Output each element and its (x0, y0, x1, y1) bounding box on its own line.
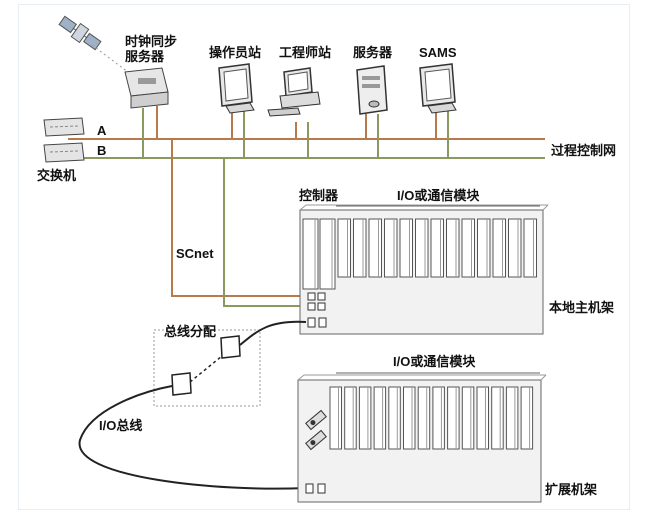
process-network-label: 过程控制网 (551, 143, 617, 158)
io-bus-label: I/O总线 (99, 418, 143, 433)
io-module-card (353, 218, 367, 278)
bus-distribution-label: 总线分配 (164, 324, 217, 339)
io-module-card (477, 218, 491, 278)
workstation-icon (267, 67, 321, 117)
controller-card (302, 218, 319, 290)
io-module-card (417, 386, 431, 450)
expansion-module-cards (329, 386, 534, 450)
local-io-label: I/O或通信模块 (397, 188, 480, 203)
expansion-rack-ports (305, 409, 327, 494)
io-module-card (430, 218, 444, 278)
io-module-card (476, 386, 489, 450)
io-module-card (461, 218, 475, 278)
scnet-line-b (223, 158, 304, 307)
sams-label: SAMS (419, 45, 457, 60)
local-rack-label: 本地主机架 (549, 300, 615, 315)
io-module-card (373, 386, 387, 450)
operator-station-label: 操作员站 (209, 45, 262, 60)
io-module-card (520, 386, 534, 450)
sams-monitor-icon (419, 63, 457, 114)
clock-server-icon (124, 67, 169, 109)
server-tower-icon (356, 65, 388, 115)
switch-label: 交换机 (37, 168, 77, 183)
io-module-card (399, 218, 413, 278)
diagram-frame (18, 4, 630, 510)
io-module-card (461, 386, 475, 450)
station-drops (142, 106, 449, 158)
clock-server-label: 时钟同步 服务器 (125, 34, 178, 64)
io-module-card (403, 386, 416, 450)
network-switch-icon (43, 117, 85, 163)
bus-distribution-box (153, 329, 261, 407)
engineer-station-label: 工程师站 (279, 45, 332, 60)
io-module-card (446, 218, 460, 278)
io-module-card (388, 386, 401, 450)
io-module-card (447, 386, 460, 450)
satellite-icon (58, 15, 102, 51)
monitor-icon (218, 63, 255, 114)
controller-label: 控制器 (299, 188, 339, 203)
io-module-card (344, 386, 357, 450)
io-module-card (505, 386, 519, 450)
scnet-label: SCnet (176, 246, 214, 261)
io-module-card (415, 218, 429, 278)
controller-card (319, 218, 336, 290)
io-bus-upper (239, 320, 307, 346)
io-module-card (492, 218, 506, 278)
io-module-card (523, 218, 537, 278)
local-module-cards (302, 218, 537, 290)
io-module-card (358, 386, 372, 450)
expansion-io-label: I/O或通信模块 (393, 354, 476, 369)
io-module-card (384, 218, 398, 278)
io-module-card (337, 218, 351, 278)
bus-link (189, 355, 223, 383)
local-rack-ports (307, 292, 327, 328)
io-module-card (508, 218, 522, 278)
bus-distributor-icon (171, 335, 241, 396)
net-a-label: A (97, 123, 107, 138)
expansion-rack-label: 扩展机架 (545, 482, 598, 497)
net-b-label: B (97, 143, 107, 158)
io-bus-lower (78, 385, 307, 490)
server-label: 服务器 (353, 45, 393, 60)
satellite-signal (91, 44, 133, 76)
io-module-card (491, 386, 504, 450)
io-module-card (329, 386, 342, 450)
scnet-line-a (171, 139, 304, 297)
io-module-card (432, 386, 445, 450)
io-module-card (368, 218, 382, 278)
